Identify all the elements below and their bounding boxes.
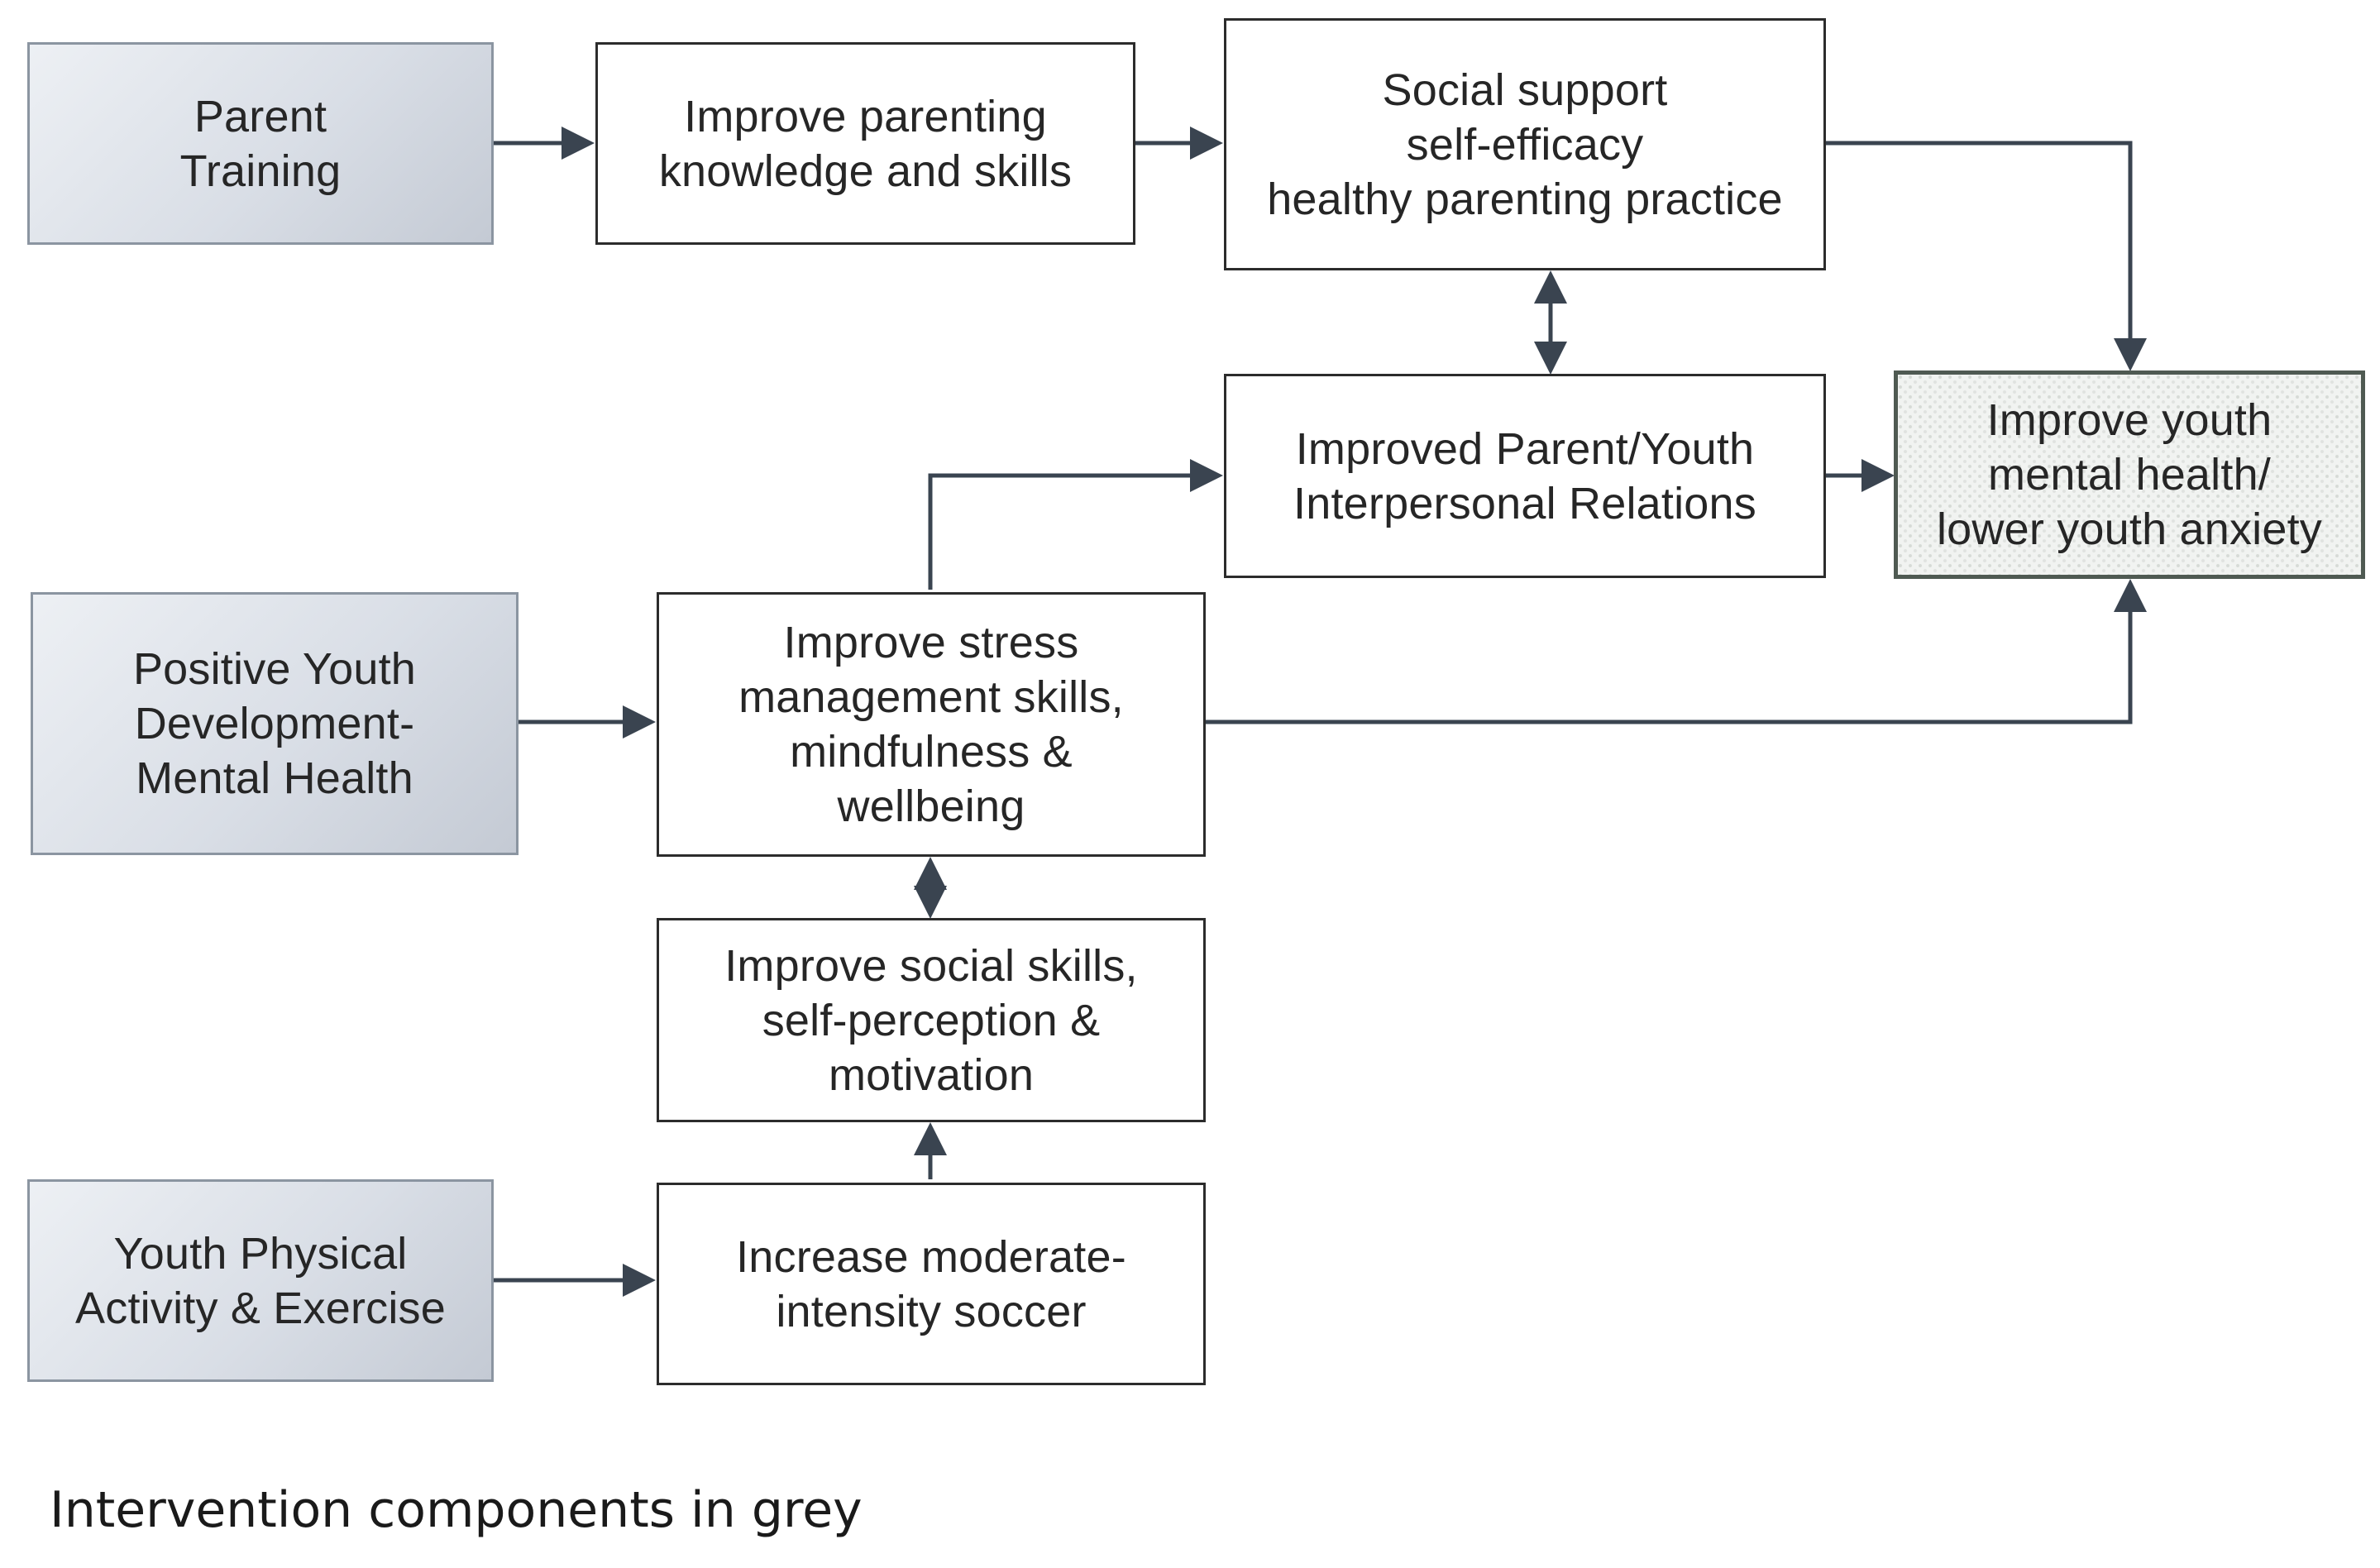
node-youth-physical-activity-label: Youth Physical Activity & Exercise <box>75 1228 446 1333</box>
node-social-skills: Improve social skills, self-perception &… <box>657 918 1206 1122</box>
node-youth-mental-health-label: Improve youth mental health/ lower youth… <box>1936 395 2323 554</box>
node-positive-youth-development-label: Positive Youth Development- Mental Healt… <box>132 644 417 803</box>
node-youth-physical-activity: Youth Physical Activity & Exercise <box>27 1179 494 1382</box>
node-improve-parenting-knowledge-label: Improve parenting knowledge and skills <box>658 91 1073 196</box>
node-parent-training-label: Parent Training <box>179 91 342 196</box>
node-parent-youth-relations: Improved Parent/Youth Interpersonal Rela… <box>1224 374 1826 578</box>
node-parent-training: Parent Training <box>27 42 494 245</box>
node-moderate-soccer: Increase moderate- intensity soccer <box>657 1183 1206 1385</box>
node-stress-management-label: Improve stress management skills, mindfu… <box>738 618 1124 831</box>
edge-social-support-to-youth-mental-health <box>1826 141 2147 371</box>
edge-stress-management-to-parent-youth-relations <box>928 459 1223 590</box>
node-stress-management: Improve stress management skills, mindfu… <box>657 592 1206 857</box>
node-social-skills-label: Improve social skills, self-perception &… <box>724 940 1138 1100</box>
node-improve-parenting-knowledge: Improve parenting knowledge and skills <box>595 42 1135 245</box>
node-social-support: Social support self-efficacy healthy par… <box>1224 18 1826 270</box>
node-positive-youth-development: Positive Youth Development- Mental Healt… <box>31 592 519 855</box>
node-youth-mental-health: Improve youth mental health/ lower youth… <box>1894 370 2365 579</box>
node-moderate-soccer-label: Increase moderate- intensity soccer <box>736 1231 1126 1336</box>
edge-stress-management-to-youth-mental-health <box>1206 579 2147 724</box>
node-parent-youth-relations-label: Improved Parent/Youth Interpersonal Rela… <box>1293 423 1756 528</box>
diagram-caption: Intervention components in grey <box>50 1481 863 1539</box>
node-social-support-label: Social support self-efficacy healthy par… <box>1267 65 1783 224</box>
